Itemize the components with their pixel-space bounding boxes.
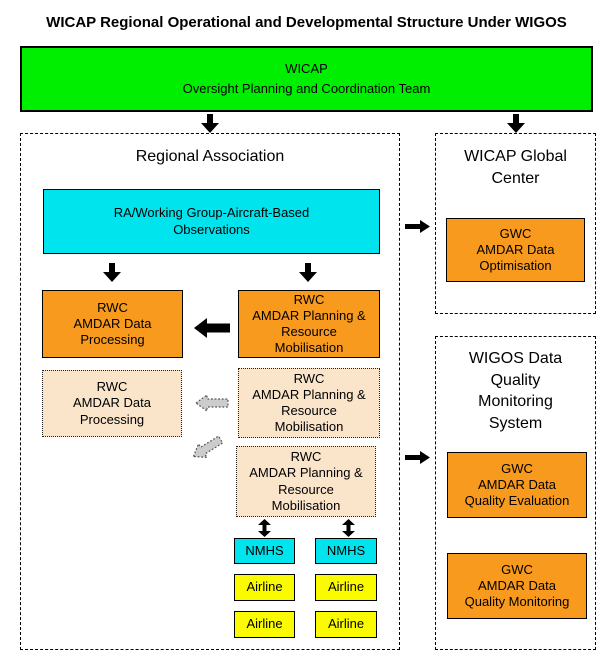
ra-working-group-label: RA/Working Group-Aircraft-Based Observat…	[113, 205, 310, 237]
down-arrow-icon	[103, 263, 121, 282]
airline-label: Airline	[246, 616, 283, 632]
updown-arrow-icon	[258, 519, 271, 537]
down-arrow-icon	[507, 114, 525, 133]
rwc-data-processing-box: RWC AMDAR Data Processing	[42, 290, 183, 358]
rwc-planning-box: RWC AMDAR Planning & Resource Mobilisati…	[238, 290, 380, 358]
nmhs-label: NMHS	[326, 542, 366, 558]
right-arrow-icon	[405, 220, 430, 233]
oversight-team-label: WICAP Oversight Planning and Coordinatio…	[182, 60, 431, 96]
rwc-planning-dev-box: RWC AMDAR Planning & Resource Mobilisati…	[238, 368, 380, 438]
rwc-planning-dev-label: RWC AMDAR Planning & Resource Mobilisati…	[252, 370, 366, 435]
gwc-optimisation-label: GWC AMDAR Data Optimisation	[476, 225, 555, 274]
nmhs-box: NMHS	[315, 538, 377, 564]
gwc-quality-evaluation-box: GWC AMDAR Data Quality Evaluation	[447, 452, 587, 518]
gwc-quality-monitoring-box: GWC AMDAR Data Quality Monitoring	[447, 553, 587, 619]
airline-label: Airline	[246, 579, 283, 595]
rwc-planning-label: RWC AMDAR Planning & Resource Mobilisati…	[252, 291, 366, 356]
airline-box: Airline	[234, 574, 295, 601]
regional-association-title: Regional Association	[135, 148, 285, 165]
airline-box: Airline	[234, 611, 295, 638]
wigos-title: WIGOS Data Quality Monitoring System	[468, 350, 563, 432]
gray-dashed-left-arrow-icon	[195, 392, 229, 414]
airline-box: Airline	[315, 574, 377, 601]
right-arrow-icon	[405, 451, 430, 464]
nmhs-box: NMHS	[234, 538, 295, 564]
down-arrow-icon	[299, 263, 317, 282]
airline-label: Airline	[327, 616, 365, 632]
nmhs-label: NMHS	[245, 542, 284, 558]
gray-dashed-diagonal-arrow-icon	[187, 430, 227, 467]
rwc-data-processing-label: RWC AMDAR Data Processing	[73, 299, 152, 348]
diagram-title: WICAP Regional Operational and Developme…	[46, 14, 567, 31]
gwc-quality-monitoring-label: GWC AMDAR Data Quality Monitoring	[464, 561, 570, 610]
rwc-data-processing-dev-box: RWC AMDAR Data Processing	[42, 370, 182, 437]
airline-box: Airline	[315, 611, 377, 638]
gwc-optimisation-box: GWC AMDAR Data Optimisation	[446, 218, 585, 282]
wicap-global-center-title: WICAP Global Center	[464, 148, 567, 187]
gwc-quality-evaluation-label: GWC AMDAR Data Quality Evaluation	[464, 460, 570, 509]
oversight-team-box: WICAP Oversight Planning and Coordinatio…	[20, 46, 593, 112]
rwc-data-processing-dev-label: RWC AMDAR Data Processing	[72, 379, 152, 427]
airline-label: Airline	[327, 579, 365, 595]
updown-arrow-icon	[342, 519, 355, 537]
down-arrow-icon	[201, 114, 219, 133]
rwc-planning-dev2-label: RWC AMDAR Planning & Resource Mobilisati…	[249, 449, 363, 513]
thick-left-arrow-icon	[194, 318, 230, 338]
ra-working-group-box: RA/Working Group-Aircraft-Based Observat…	[43, 189, 380, 254]
rwc-planning-dev2-box: RWC AMDAR Planning & Resource Mobilisati…	[236, 446, 376, 517]
